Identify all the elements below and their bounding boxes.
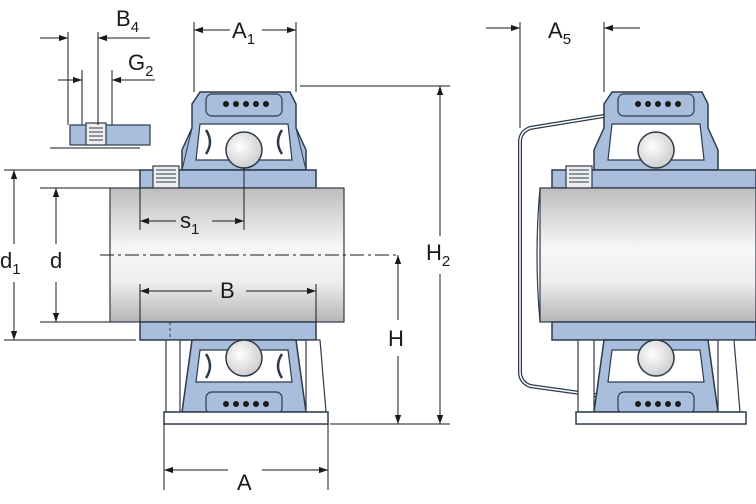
grub-screw xyxy=(152,165,180,189)
upper-housing xyxy=(181,91,307,171)
label-B4: B4 xyxy=(116,6,139,36)
dimension-labels: B4 G2 A1 A5 H2 H d1 d s1 B A xyxy=(0,6,571,495)
label-A1: A1 xyxy=(232,18,255,48)
lower-housing xyxy=(163,339,329,425)
detail-view xyxy=(69,122,151,146)
left-view xyxy=(69,91,400,425)
dimension-lines xyxy=(4,22,640,490)
label-G2: G2 xyxy=(128,50,153,80)
lube-holes-bottom xyxy=(223,401,269,407)
ball-top xyxy=(225,131,263,169)
label-H2: H2 xyxy=(426,240,450,270)
label-H: H xyxy=(388,326,404,351)
shaft-right xyxy=(539,187,756,323)
ball-bottom xyxy=(225,339,263,377)
label-s1: s1 xyxy=(180,208,199,238)
inner-ring-bottom xyxy=(139,321,317,341)
lube-holes-top xyxy=(223,101,269,107)
label-B: B xyxy=(220,278,235,303)
label-A: A xyxy=(237,470,252,495)
label-d: d xyxy=(50,248,62,273)
right-view xyxy=(518,91,756,425)
label-d1: d1 xyxy=(0,248,21,278)
housing-base xyxy=(163,411,329,425)
label-A5: A5 xyxy=(548,18,571,48)
